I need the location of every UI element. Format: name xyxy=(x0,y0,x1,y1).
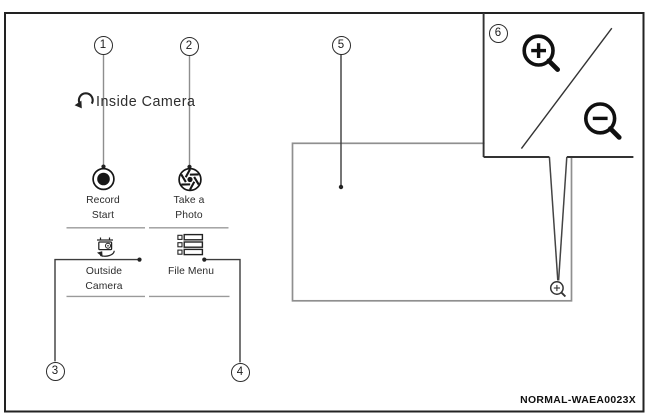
zoom-out-magnifier-icon xyxy=(583,102,622,140)
callout-line-2 xyxy=(187,55,192,169)
back-arrow-icon xyxy=(74,92,94,109)
outside-camera-label: Outside Camera xyxy=(85,266,123,292)
record-start-label: Record Start xyxy=(86,195,120,221)
callout-line-5 xyxy=(338,54,344,190)
zoom-in-magnifier-icon xyxy=(522,34,560,72)
callout-line-1 xyxy=(101,54,106,169)
take-a-photo-label: Take a Photo xyxy=(173,195,205,221)
screen-title: Inside Camera xyxy=(96,94,196,110)
magnifier-plus-icon xyxy=(549,281,567,298)
button-dividers xyxy=(66,227,230,298)
inset-divider-slash xyxy=(520,27,613,150)
callout-5: 5 xyxy=(331,35,351,55)
callout-3: 3 xyxy=(45,361,65,381)
callout-line-4 xyxy=(202,257,241,363)
inset-pointer-notch xyxy=(548,156,568,281)
inset-panel-border xyxy=(482,13,634,158)
callout-6: 6 xyxy=(488,23,508,43)
outside-camera-icon xyxy=(97,237,115,257)
camera-view-area xyxy=(291,142,573,302)
outer-border xyxy=(4,12,645,413)
shutter-aperture-icon xyxy=(178,167,202,192)
callout-line-3 xyxy=(54,257,142,362)
callout-4: 4 xyxy=(230,362,250,382)
callout-2: 2 xyxy=(179,36,199,56)
record-icon xyxy=(92,167,115,191)
figure-code: NORMAL-WAEA0023X xyxy=(520,395,636,406)
file-menu-label: File Menu xyxy=(167,266,215,277)
callout-1: 1 xyxy=(93,35,113,55)
file-menu-icon xyxy=(177,233,204,256)
